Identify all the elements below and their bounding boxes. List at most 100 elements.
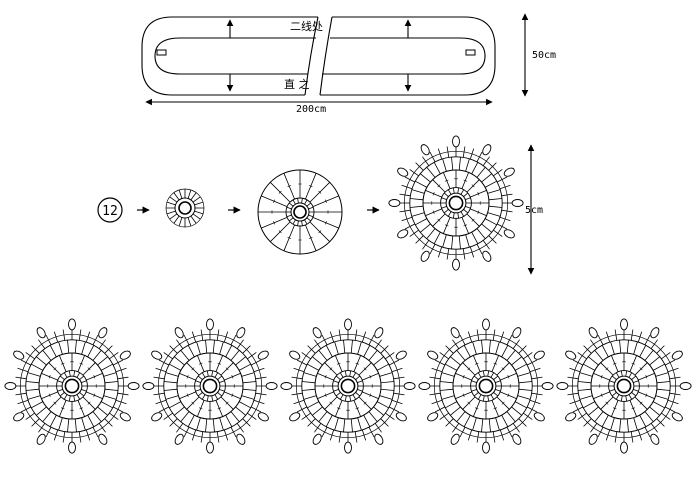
picot-petal: [483, 319, 490, 330]
picot-petal: [345, 442, 352, 453]
picot-petal: [449, 326, 461, 339]
round-5-stitches: [429, 329, 543, 443]
end-tab-left: [157, 50, 166, 55]
motif-size-label: 5cm: [525, 205, 543, 216]
round-5-stitches: [291, 329, 405, 443]
picot-petal: [481, 250, 493, 263]
picot-petal: [419, 143, 431, 156]
picot-petal: [69, 319, 76, 330]
picot-petal: [235, 433, 247, 446]
motif-step-4-complete: [389, 136, 523, 270]
round-5-stitches: [567, 329, 681, 443]
picot-petal: [5, 383, 16, 390]
picot-petal: [511, 326, 523, 339]
picot-petal: [395, 349, 408, 361]
picot-petal: [621, 442, 628, 453]
picot-petal: [587, 326, 599, 339]
motif-steps: 12 5cm: [98, 136, 543, 274]
picot-petal: [533, 349, 546, 361]
center-ring: [617, 379, 630, 392]
top-note: 二线处: [290, 19, 323, 33]
picot-petal: [235, 326, 247, 339]
center-ring: [449, 196, 462, 209]
picot-petal: [503, 228, 516, 240]
picot-petal: [373, 326, 385, 339]
picot-petal: [680, 383, 691, 390]
round-1-ring: [175, 198, 195, 218]
strip-motif: [5, 319, 139, 453]
picot-petal: [35, 433, 47, 446]
strip-motif: [557, 319, 691, 453]
picot-petal: [453, 136, 460, 147]
round-5-stitches: [153, 329, 267, 443]
picot-petal: [587, 433, 599, 446]
picot-petal: [345, 319, 352, 330]
picot-petal: [389, 200, 400, 207]
center-ring: [179, 202, 191, 214]
picot-petal: [564, 411, 577, 423]
picot-petal: [288, 411, 301, 423]
picot-petal: [453, 259, 460, 270]
picot-petal: [649, 326, 661, 339]
picot-petal: [173, 326, 185, 339]
bottom-note: 直 之: [284, 77, 310, 91]
picot-petal: [150, 349, 163, 361]
picot-petal: [143, 383, 154, 390]
picot-petal: [483, 442, 490, 453]
picot-petal: [119, 411, 132, 423]
length-label: 200cm: [296, 104, 326, 115]
picot-petal: [257, 411, 270, 423]
picot-petal: [671, 411, 684, 423]
motif-step-3: [258, 170, 342, 254]
picot-petal: [396, 166, 409, 178]
strip-motif: [281, 319, 415, 453]
round-5-stitches: [399, 146, 513, 260]
center-ring: [341, 379, 354, 392]
strip-motif: [419, 319, 553, 453]
picot-petal: [419, 250, 431, 263]
picot-petal: [35, 326, 47, 339]
picot-petal: [373, 433, 385, 446]
picot-petal: [542, 383, 553, 390]
picot-petal: [207, 319, 214, 330]
center-ring: [294, 206, 306, 218]
picot-petal: [69, 442, 76, 453]
picot-petal: [564, 349, 577, 361]
picot-petal: [97, 433, 109, 446]
picot-petal: [257, 349, 270, 361]
picot-petal: [671, 349, 684, 361]
picot-petal: [481, 143, 493, 156]
end-tab-right: [466, 50, 475, 55]
picot-petal: [128, 383, 139, 390]
picot-petal: [503, 166, 516, 178]
picot-petal: [12, 411, 25, 423]
picot-petal: [396, 228, 409, 240]
picot-petal: [288, 349, 301, 361]
picot-petal: [511, 433, 523, 446]
picot-petal: [119, 349, 132, 361]
round-count: 12: [102, 204, 118, 219]
motif-step-2: [166, 189, 204, 227]
picot-petal: [533, 411, 546, 423]
center-ring: [479, 379, 492, 392]
motif-strip: [5, 319, 691, 453]
picot-petal: [173, 433, 185, 446]
width-label: 50cm: [532, 50, 556, 61]
picot-petal: [621, 319, 628, 330]
picot-petal: [281, 383, 292, 390]
picot-petal: [266, 383, 277, 390]
picot-petal: [97, 326, 109, 339]
picot-petal: [311, 326, 323, 339]
picot-petal: [12, 349, 25, 361]
center-ring: [203, 379, 216, 392]
center-ring: [65, 379, 78, 392]
picot-petal: [426, 411, 439, 423]
scarf-inner-slot-left: [155, 38, 316, 74]
picot-petal: [311, 433, 323, 446]
picot-petal: [150, 411, 163, 423]
strip-motif: [143, 319, 277, 453]
picot-petal: [395, 411, 408, 423]
picot-petal: [404, 383, 415, 390]
picot-petal: [557, 383, 568, 390]
